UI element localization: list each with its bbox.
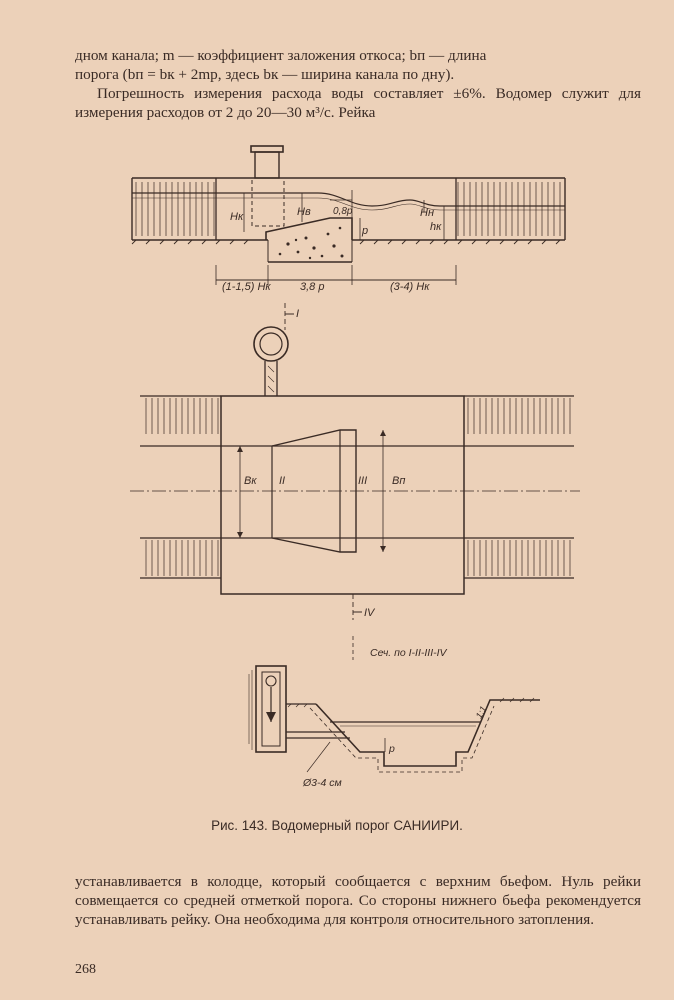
label-section-title: Сеч. по I-II-III-IV [370, 647, 448, 659]
label-section-i: I [296, 308, 299, 320]
plan-view: I Bк II III Bп IV [130, 303, 580, 620]
label-zero-eight-p: 0,8p [333, 206, 353, 217]
label-dim-2: 3,8 p [300, 281, 324, 293]
label-dim-1: (1-1,5) Hк [222, 281, 271, 293]
well-cap [250, 145, 284, 153]
text-bottom: устанавливается в колодце, который сообщ… [75, 872, 641, 929]
label-ii: II [279, 475, 285, 487]
label-hn: Hн [420, 207, 434, 219]
figure-water-meter-sill: Hк Hв 0,8p Hн hк p (1-1,5) Hк 3,8 p (3-4… [130, 145, 580, 789]
label-iii: III [358, 475, 367, 487]
section-channel [315, 699, 540, 767]
plan-outline [220, 395, 465, 595]
label-bk: Bк [244, 475, 257, 487]
sill-outline [265, 217, 353, 240]
label-hv: Hв [297, 206, 311, 218]
figure-caption: Рис. 143. Водомерный порог САНИИРИ. [211, 818, 463, 833]
label-dim-3: (3-4) Hк [390, 281, 430, 293]
profile-view: Hк Hв 0,8p Hн hк p (1-1,5) Hк 3,8 p (3-4… [131, 145, 566, 293]
section-well [255, 665, 287, 753]
label-hk-left: Hк [230, 211, 244, 223]
text-top: дном канала; m — коэффициент заложения о… [75, 46, 641, 122]
label-slope: 1:1 [474, 704, 489, 720]
well-circle-outer [253, 326, 289, 362]
paragraph-rod: устанавливается в колодце, который сообщ… [75, 873, 641, 928]
text-line-2: порога (bп = bк + 2mp, здесь bк — ширина… [75, 66, 455, 83]
well-pipe [254, 151, 280, 179]
label-bp: Bп [392, 475, 405, 487]
label-p-section: p [388, 743, 395, 755]
cross-section-view: Сеч. по I-II-III-IV p Ø3-4 см 1:1 [248, 636, 540, 789]
label-section-iv: IV [364, 607, 376, 619]
label-hk-right: hк [430, 221, 442, 233]
label-diameter: Ø3-4 см [302, 777, 342, 789]
text-line-1: дном канала; m — коэффициент заложения о… [75, 47, 487, 64]
sill-plan [271, 429, 357, 553]
page-number: 268 [75, 962, 96, 977]
label-p-profile: p [361, 225, 368, 237]
well-circle-inner [259, 332, 283, 356]
paragraph-accuracy: Погрешность измерения расхода воды соста… [75, 85, 641, 121]
